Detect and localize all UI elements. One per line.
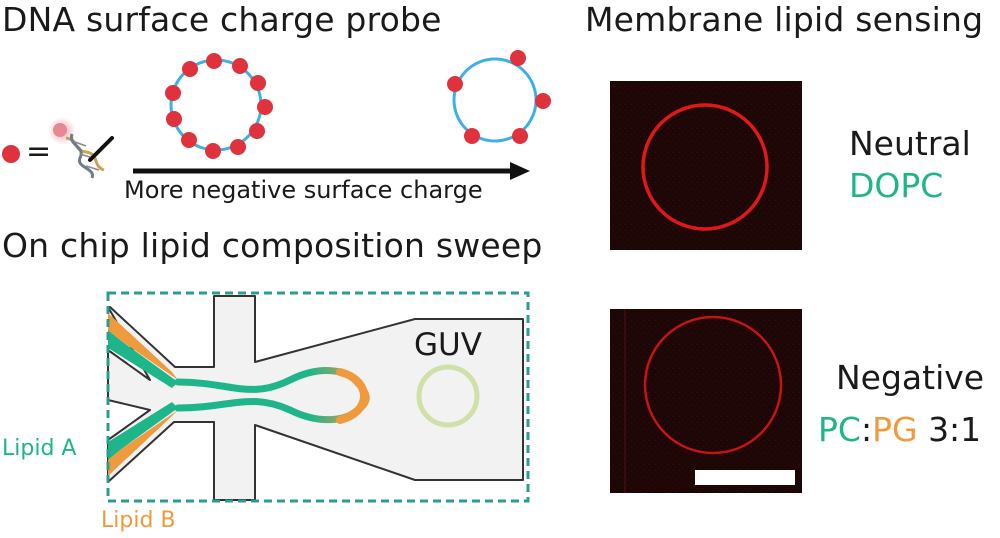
pg-label: PG <box>872 410 918 449</box>
legend-red-dot <box>2 145 20 163</box>
chip-dashed-frame <box>106 291 530 503</box>
legend-equals: = <box>26 134 52 169</box>
negative-label: Negative <box>836 358 985 397</box>
vesicle-low-probe-dots <box>447 50 551 144</box>
chip-sweep-title: On chip lipid composition sweep <box>2 226 543 265</box>
guv-circle <box>416 364 480 428</box>
lipid-b-label: Lipid B <box>101 508 176 533</box>
charge-arrow-head <box>510 162 530 180</box>
dopc-label: DOPC <box>849 166 944 205</box>
dna-probe-icon <box>48 117 114 179</box>
dna-probe-title: DNA surface charge probe <box>2 0 442 39</box>
membrane-sensing-title: Membrane lipid sensing <box>585 0 984 39</box>
ratio-label: 3:1 <box>928 410 982 449</box>
micrograph-negative <box>610 309 802 493</box>
colon-label: : <box>860 410 873 449</box>
pc-label: PC <box>818 410 861 449</box>
scale-bar <box>695 470 795 485</box>
arrow-caption: More negative surface charge <box>124 176 483 204</box>
micrograph-neutral <box>610 81 802 250</box>
chip-channels <box>107 295 524 501</box>
guv-label: GUV <box>414 327 482 363</box>
composition-label: PC:PG 3:1 <box>818 410 981 449</box>
neutral-label: Neutral <box>849 124 971 163</box>
vesicle-low-probe <box>452 57 538 143</box>
microfluidic-chip <box>106 291 530 503</box>
lipid-a-label: Lipid A <box>2 436 77 461</box>
vesicle-high-probe-dots <box>165 53 273 159</box>
